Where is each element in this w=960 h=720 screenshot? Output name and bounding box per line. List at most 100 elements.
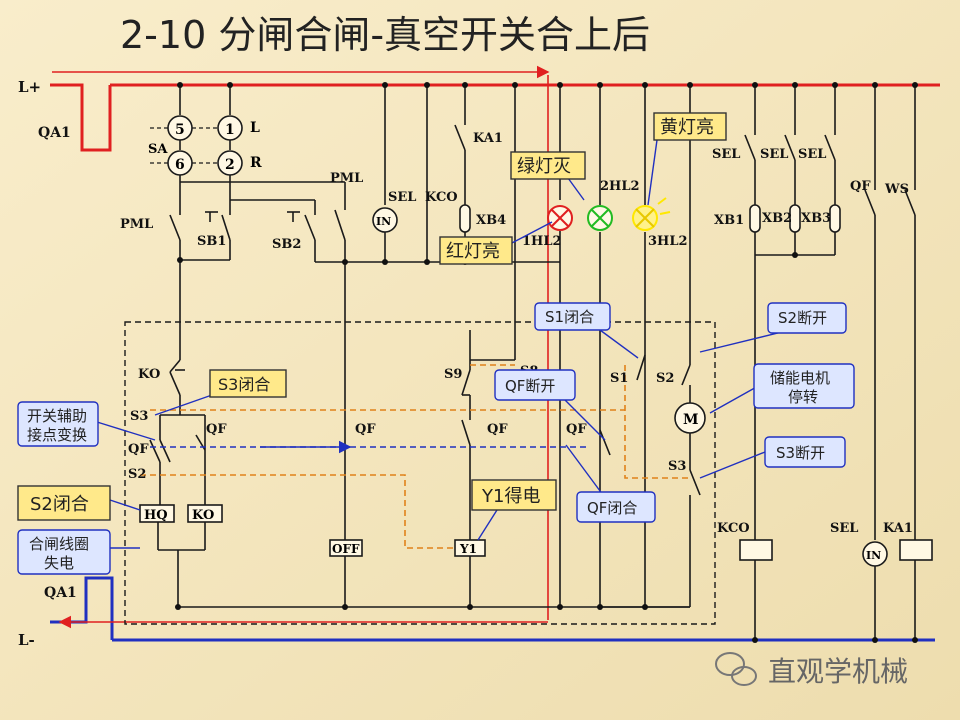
in-meter-bottom: IN bbox=[862, 541, 888, 567]
svg-text:XB4: XB4 bbox=[476, 213, 506, 228]
wechat-icon bbox=[715, 652, 757, 686]
svg-text:SEL: SEL bbox=[388, 190, 416, 205]
sa-dash bbox=[150, 127, 218, 164]
svg-text:QF: QF bbox=[355, 422, 376, 437]
svg-text:IN: IN bbox=[866, 549, 881, 562]
svg-text:失电: 失电 bbox=[44, 554, 74, 572]
rail-label-positive: L+ bbox=[18, 78, 41, 96]
svg-text:S1闭合: S1闭合 bbox=[545, 308, 594, 326]
switch-contacts bbox=[149, 124, 916, 496]
qa1-bottom-label: QA1 bbox=[44, 585, 77, 601]
svg-text:直观学机械: 直观学机械 bbox=[768, 655, 908, 688]
svg-text:SB1: SB1 bbox=[197, 234, 226, 249]
svg-text:S3闭合: S3闭合 bbox=[218, 375, 270, 394]
svg-text:KCO: KCO bbox=[717, 521, 750, 536]
svg-text:WS: WS bbox=[884, 182, 909, 197]
label-SA: SA bbox=[148, 142, 168, 157]
junction-dots bbox=[175, 82, 918, 643]
svg-text:QF: QF bbox=[850, 179, 871, 194]
svg-text:SEL: SEL bbox=[798, 147, 826, 162]
motor: M bbox=[674, 402, 706, 434]
callout-motor-stop: 储能电机 停转 bbox=[753, 363, 855, 409]
svg-text:接点变换: 接点变换 bbox=[27, 426, 87, 444]
svg-text:QF: QF bbox=[487, 422, 508, 437]
yellow-lamp bbox=[632, 197, 671, 231]
callout-aux-switch: 开关辅助 接点变换 bbox=[17, 401, 99, 447]
svg-text:SB2: SB2 bbox=[272, 237, 301, 252]
svg-text:IN: IN bbox=[376, 215, 391, 228]
label-L: L bbox=[250, 120, 260, 136]
callout-qf-open: QF断开 bbox=[494, 369, 576, 401]
rail-label-negative: L- bbox=[18, 631, 35, 649]
svg-text:S2闭合: S2闭合 bbox=[30, 494, 89, 515]
sa-contact-1: 1 bbox=[225, 122, 235, 138]
callout-s1-closed: S1闭合 bbox=[534, 302, 611, 331]
callout-s3-open: S3断开 bbox=[764, 436, 846, 468]
svg-text:XB2: XB2 bbox=[762, 211, 792, 226]
svg-text:合闸线圈: 合闸线圈 bbox=[29, 535, 89, 553]
svg-text:XB3: XB3 bbox=[801, 211, 831, 226]
mechanism-boundary bbox=[124, 321, 716, 625]
callout-green-off: 绿灯灭 bbox=[510, 151, 586, 180]
positive-rail bbox=[50, 83, 940, 152]
svg-text:黄灯亮: 黄灯亮 bbox=[660, 117, 714, 138]
callout-qf-closed: QF闭合 bbox=[576, 491, 656, 523]
xb-pins bbox=[459, 204, 841, 233]
sa-contact-6: 6 bbox=[175, 157, 185, 173]
orange-dash-lines bbox=[140, 364, 690, 549]
svg-text:S3: S3 bbox=[668, 459, 686, 474]
svg-text:S3: S3 bbox=[130, 409, 148, 424]
svg-text:Y1得电: Y1得电 bbox=[481, 486, 540, 507]
callout-s3-closed: S3闭合 bbox=[209, 369, 287, 398]
svg-text:PML: PML bbox=[120, 217, 153, 232]
svg-text:SEL: SEL bbox=[712, 147, 740, 162]
sa-contact-5: 5 bbox=[175, 122, 185, 138]
callout-y1-on: Y1得电 bbox=[471, 479, 557, 511]
green-lamp bbox=[587, 205, 613, 231]
page-title: 2-10 分闸合闸-真空开关合上后 bbox=[120, 13, 650, 57]
svg-text:红灯亮: 红灯亮 bbox=[446, 241, 500, 262]
callout-red-on: 红灯亮 bbox=[439, 236, 513, 265]
off-label: OFF bbox=[332, 542, 360, 556]
svg-text:QF: QF bbox=[128, 442, 149, 457]
svg-text:KA1: KA1 bbox=[473, 131, 503, 146]
component-labels: PML SB1 PML SB2 SEL KCO KA1 XB4 1HL2 2HL… bbox=[120, 131, 913, 536]
svg-text:SEL: SEL bbox=[830, 521, 858, 536]
label-R: R bbox=[250, 155, 262, 171]
svg-text:S2: S2 bbox=[656, 371, 674, 386]
svg-text:QF: QF bbox=[566, 422, 587, 437]
sa-contact-2: 2 bbox=[225, 157, 235, 173]
svg-text:绿灯灭: 绿灯灭 bbox=[517, 156, 571, 177]
hq-coil-label: HQ bbox=[144, 508, 168, 523]
callout-arrows bbox=[96, 139, 791, 549]
callout-yellow-on: 黄灯亮 bbox=[653, 112, 727, 141]
qa1-top-label: QA1 bbox=[38, 125, 71, 141]
svg-text:S2: S2 bbox=[128, 467, 146, 482]
svg-text:QF断开: QF断开 bbox=[505, 377, 555, 395]
svg-text:QF闭合: QF闭合 bbox=[587, 499, 637, 517]
red-lamp bbox=[547, 205, 573, 231]
callout-s2-closed: S2闭合 bbox=[17, 485, 111, 521]
svg-text:S3断开: S3断开 bbox=[776, 444, 825, 462]
svg-text:停转: 停转 bbox=[788, 388, 818, 406]
svg-text:1HL2: 1HL2 bbox=[522, 234, 562, 249]
svg-text:3HL2: 3HL2 bbox=[648, 234, 688, 249]
callout-coil-off: 合闸线圈 失电 bbox=[17, 529, 111, 575]
callout-s2-open: S2断开 bbox=[767, 302, 847, 334]
watermark: 直观学机械 bbox=[715, 652, 908, 688]
svg-text:开关辅助: 开关辅助 bbox=[27, 407, 87, 425]
svg-text:S2断开: S2断开 bbox=[778, 309, 827, 327]
coil-boxes bbox=[139, 504, 933, 561]
svg-text:SEL: SEL bbox=[760, 147, 788, 162]
svg-text:M: M bbox=[683, 412, 699, 428]
svg-text:PML: PML bbox=[330, 171, 363, 186]
svg-text:QF: QF bbox=[206, 422, 227, 437]
svg-text:KO: KO bbox=[138, 367, 160, 382]
svg-text:2HL2: 2HL2 bbox=[600, 179, 640, 194]
svg-text:KA1: KA1 bbox=[883, 521, 913, 536]
svg-text:S1: S1 bbox=[610, 371, 628, 386]
in-meter-top: IN bbox=[372, 207, 398, 233]
ko-coil-label: KO bbox=[192, 508, 214, 523]
